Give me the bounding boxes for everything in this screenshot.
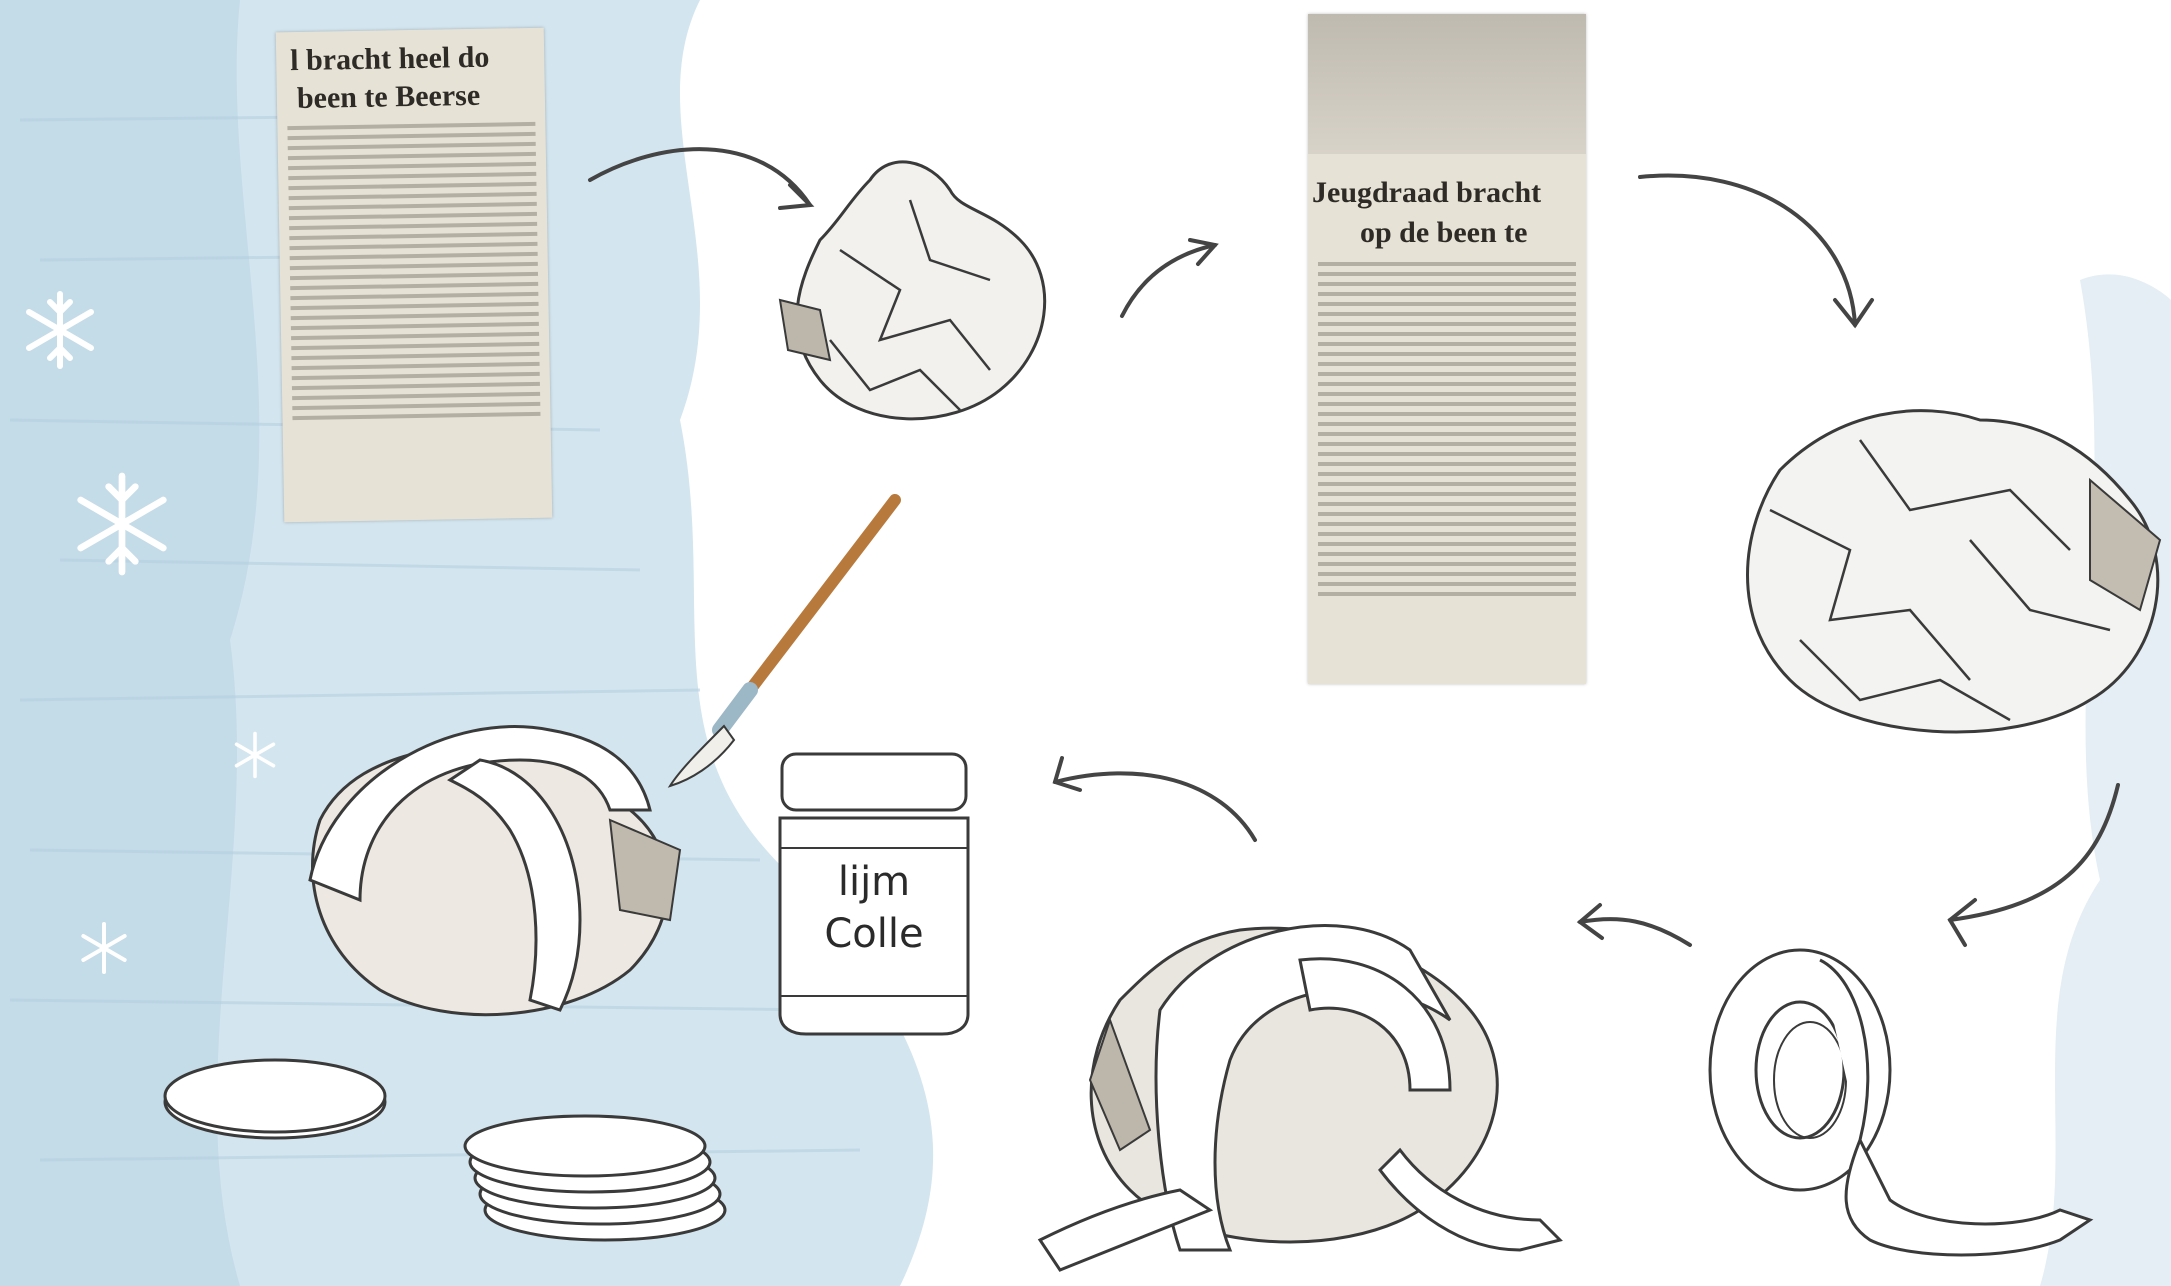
- arrow-icon: [1640, 176, 1855, 325]
- arrow-icon: [1122, 245, 1215, 316]
- arrow-icon: [590, 149, 810, 205]
- arrow-icon: [1950, 900, 1975, 945]
- arrow-icon: [1055, 773, 1255, 840]
- arrow-icon: [1055, 758, 1080, 790]
